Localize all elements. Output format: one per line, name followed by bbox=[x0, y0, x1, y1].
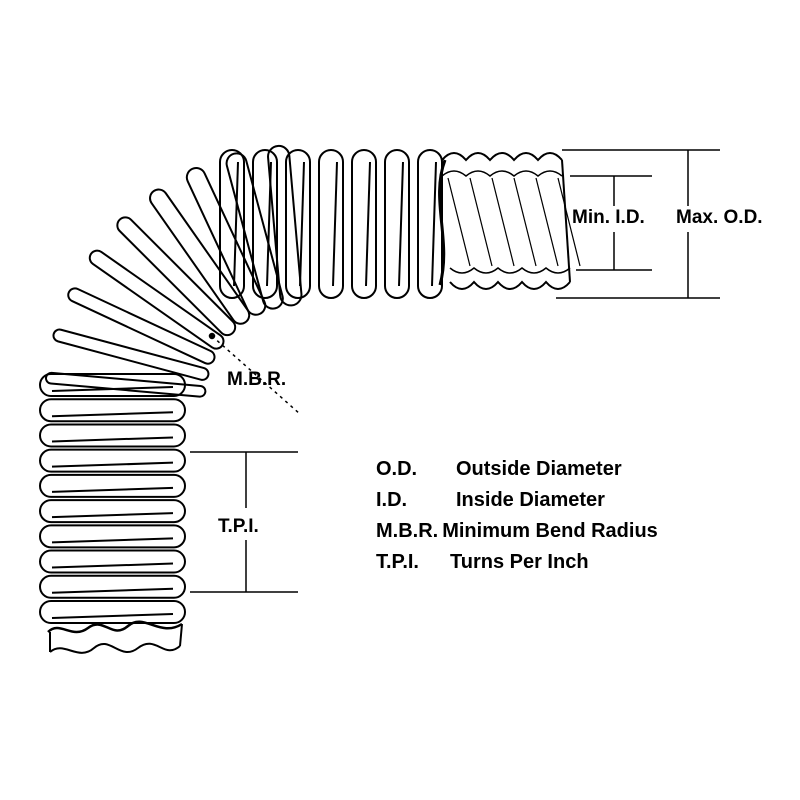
rib-groove bbox=[51, 461, 174, 468]
cutaway-hatch bbox=[491, 177, 515, 267]
hose-rib bbox=[39, 448, 186, 473]
rib-groove bbox=[51, 562, 174, 569]
rib-groove bbox=[51, 436, 174, 443]
hose-break-edge bbox=[47, 620, 183, 634]
legend-definition: Inside Diameter bbox=[456, 489, 605, 511]
max-od-label: Max. O.D. bbox=[676, 207, 763, 228]
hose-rib bbox=[219, 149, 245, 299]
hose-rib bbox=[318, 149, 344, 299]
legend-definition: Turns Per Inch bbox=[450, 551, 589, 573]
hose-rib bbox=[225, 152, 284, 310]
mbr-point bbox=[208, 332, 216, 340]
hose-rib bbox=[417, 149, 443, 299]
rib-groove bbox=[51, 411, 174, 418]
hose-edge-line bbox=[179, 623, 183, 647]
hose-rib bbox=[44, 371, 207, 398]
hose-rib bbox=[384, 149, 410, 299]
min-id-label: Min. I.D. bbox=[572, 207, 645, 228]
legend-abbr: O.D. bbox=[376, 458, 418, 480]
mbr-radius-line bbox=[211, 335, 301, 415]
rib-groove bbox=[365, 161, 371, 287]
cutaway-outer-bottom bbox=[449, 280, 571, 290]
cutaway-edge bbox=[438, 159, 447, 286]
cutaway-hatch bbox=[469, 177, 493, 267]
rib-groove bbox=[51, 587, 174, 594]
rib-groove bbox=[233, 161, 239, 287]
hose-rib bbox=[39, 524, 186, 549]
mbr-label: M.B.R. bbox=[227, 369, 287, 390]
hose-rib bbox=[39, 398, 186, 423]
rib-groove bbox=[398, 161, 404, 287]
hose-rib bbox=[285, 149, 311, 299]
hose-rib bbox=[39, 600, 186, 624]
cutaway-hatch bbox=[447, 177, 471, 267]
legend-definition: Minimum Bend Radius bbox=[442, 520, 658, 542]
legend-row-id: I.D. Inside Diameter bbox=[376, 490, 605, 510]
hose-cutaway-section bbox=[438, 152, 581, 290]
rib-groove bbox=[51, 486, 174, 493]
tpi-label: T.P.I. bbox=[218, 516, 259, 537]
cutaway-hatch bbox=[535, 177, 559, 267]
hose-ribs bbox=[39, 144, 443, 654]
rib-groove bbox=[299, 161, 305, 287]
hose-rib bbox=[267, 144, 303, 307]
legend-abbr: M.B.R. bbox=[376, 520, 439, 542]
hose-rib bbox=[67, 287, 216, 365]
hose-rib bbox=[185, 167, 267, 316]
rib-groove bbox=[431, 161, 437, 287]
hose-rib bbox=[52, 328, 210, 381]
hose-rib bbox=[39, 549, 186, 574]
rib-groove bbox=[332, 161, 338, 287]
hose-rib bbox=[39, 499, 186, 524]
hose-rib bbox=[88, 249, 225, 350]
hose-break-edge bbox=[49, 642, 181, 654]
hose-rib bbox=[252, 149, 278, 299]
cutaway-end-line bbox=[561, 159, 571, 283]
hose-rib bbox=[149, 188, 251, 325]
cutaway-inner-top bbox=[441, 170, 563, 177]
rib-groove bbox=[51, 613, 174, 619]
legend-definition: Outside Diameter bbox=[456, 458, 622, 480]
hose-rib bbox=[39, 423, 186, 448]
legend-abbr: T.P.I. bbox=[376, 551, 419, 573]
dimension-lines bbox=[190, 149, 720, 593]
legend-row-mbr: M.B.R.Minimum Bend Radius bbox=[376, 521, 658, 541]
legend-row-tpi: T.P.I. Turns Per Inch bbox=[376, 552, 589, 572]
cutaway-outer-top bbox=[441, 152, 563, 162]
rib-groove bbox=[51, 537, 174, 544]
rib-groove bbox=[266, 161, 272, 287]
hose-rib bbox=[39, 574, 186, 599]
cutaway-inner-bottom bbox=[449, 267, 571, 274]
rib-groove bbox=[51, 512, 174, 519]
hose-rib bbox=[39, 473, 186, 498]
cutaway-hatch bbox=[513, 177, 537, 267]
hose-rib bbox=[351, 149, 377, 299]
hose-rib bbox=[116, 216, 237, 337]
legend-row-od: O.D. Outside Diameter bbox=[376, 459, 622, 479]
cutaway-hatch bbox=[557, 177, 581, 267]
legend-abbr: I.D. bbox=[376, 489, 408, 511]
